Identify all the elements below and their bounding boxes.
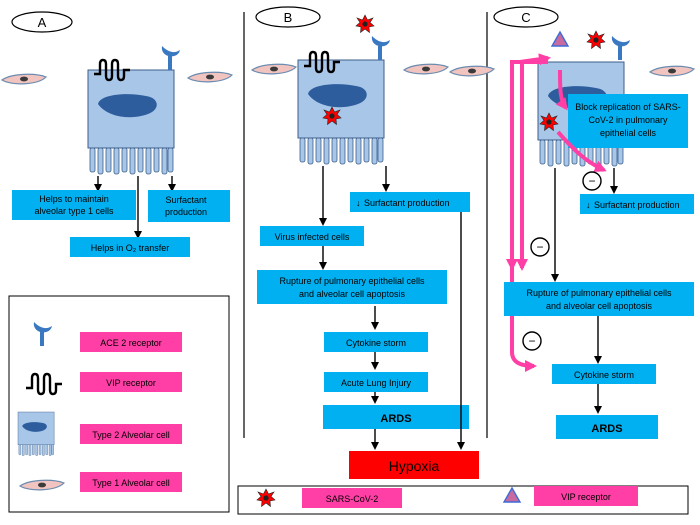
rupture-box-c <box>504 282 694 316</box>
type1-cell-icon <box>403 63 449 75</box>
panel-a-label: A <box>38 15 47 30</box>
minus-sign: − <box>528 334 535 348</box>
legend-type1-chip <box>80 472 182 492</box>
type1-cell-icon <box>187 71 233 83</box>
rupture-b-line2: and alveolar cell apoptosis <box>299 289 406 299</box>
panel-c-badge <box>493 6 559 28</box>
maintain-type1-box <box>12 190 136 220</box>
panel-b-badge <box>255 6 321 28</box>
vip-triangle-icon <box>502 486 522 503</box>
ace2-receptor-icon <box>611 36 630 60</box>
cytokine-b-text: Cytokine storm <box>346 338 406 348</box>
legend-ace2-label: ACE 2 receptor <box>100 338 162 348</box>
minus-sign: − <box>536 240 543 254</box>
o2-transfer-text: Helps in O₂ transfer <box>91 243 170 253</box>
legend-type1-label: Type 1 Alveolar cell <box>92 478 170 488</box>
panel-b: B ↓ Surfactant production Virus infected… <box>251 6 479 479</box>
minus-sign: − <box>588 174 595 188</box>
acute-lung-text: Acute Lung Injury <box>341 378 412 388</box>
legend-type2-label: Type 2 Alveolar cell <box>92 430 170 440</box>
cytokine-box-c <box>552 364 656 384</box>
down-arrow-icon: ↓ <box>586 200 591 210</box>
ards-box-c <box>556 415 658 439</box>
virus-infected-text: Virus infected cells <box>275 232 350 242</box>
inhibition-arrows <box>506 53 607 372</box>
virus-icon <box>355 14 375 33</box>
ards-c-text: ARDS <box>591 423 622 435</box>
bottom-legend-sars-chip <box>302 488 402 508</box>
bottom-legend-vip-label: VIP receptor <box>561 492 611 502</box>
panel-a-badge <box>11 11 73 33</box>
surfactant-box-b <box>350 192 470 212</box>
panel-b-label: B <box>284 10 293 25</box>
cytokine-box-b <box>324 332 428 352</box>
acute-lung-box <box>324 372 428 392</box>
ards-box-b <box>323 405 469 429</box>
ace2-receptor-icon <box>161 46 180 70</box>
panel-c-label: C <box>521 10 530 25</box>
hypoxia-text: Hypoxia <box>389 458 440 474</box>
block-line1: Block replication of SARS- <box>575 102 681 112</box>
type1-cell-icon <box>1 73 47 85</box>
o2-transfer-box <box>70 237 190 257</box>
legend-vip-label: VIP receptor <box>106 378 156 388</box>
minus-icon <box>530 237 550 257</box>
type1-cell-icon <box>649 65 695 77</box>
minus-icon <box>582 171 602 191</box>
surfactant-box-c <box>580 194 694 214</box>
type2-cell-icon <box>87 69 175 175</box>
ards-b-text: ARDS <box>380 413 411 425</box>
maintain-line2: alveolar type 1 cells <box>34 206 114 216</box>
virus-infected-box <box>260 226 364 246</box>
surfactant-a-line1: Surfactant <box>165 195 207 205</box>
legend-type2-chip <box>80 424 182 444</box>
type2-cell-icon <box>297 59 385 165</box>
surfactant-c-text: Surfactant production <box>594 200 680 210</box>
maintain-line1: Helps to maintain <box>39 194 109 204</box>
block-line3: epithelial cells <box>600 128 657 138</box>
bottom-legend: SARS-CoV-2 VIP receptor <box>237 485 689 515</box>
bottom-legend-sars-label: SARS-CoV-2 <box>326 494 379 504</box>
hypoxia-box <box>349 451 479 479</box>
virus-icon <box>586 30 606 49</box>
surfactant-a-line2: production <box>165 207 207 217</box>
panel-a: A Helps to maintain alveolar type 1 cell… <box>1 11 233 257</box>
rupture-b-line1: Rupture of pulmonary epithelial cells <box>279 276 425 286</box>
block-replication-box <box>568 94 688 148</box>
minus-icon <box>522 331 542 351</box>
legend-vip-chip <box>80 372 182 392</box>
cytokine-c-text: Cytokine storm <box>574 370 634 380</box>
type1-cell-icon <box>251 63 297 75</box>
block-line2: CoV-2 in pulmonary <box>588 115 668 125</box>
vip-triangle-icon <box>550 30 570 47</box>
surfactant-box-a <box>148 190 230 222</box>
surfactant-b-text: Surfactant production <box>364 198 450 208</box>
panel-c: C Block replication of SARS- CoV-2 in pu… <box>449 6 695 439</box>
ace2-receptor-icon <box>371 36 390 60</box>
legend: ACE 2 receptor VIP receptor Type 2 Alveo… <box>8 295 230 513</box>
rupture-c-line1: Rupture of pulmonary epithelial cells <box>526 288 672 298</box>
legend-ace2-chip <box>80 332 182 352</box>
rupture-box-b <box>257 270 447 304</box>
bottom-legend-vip-chip <box>534 486 638 506</box>
down-arrow-icon: ↓ <box>356 198 361 208</box>
rupture-c-line2: and alveolar cell apoptosis <box>546 301 653 311</box>
